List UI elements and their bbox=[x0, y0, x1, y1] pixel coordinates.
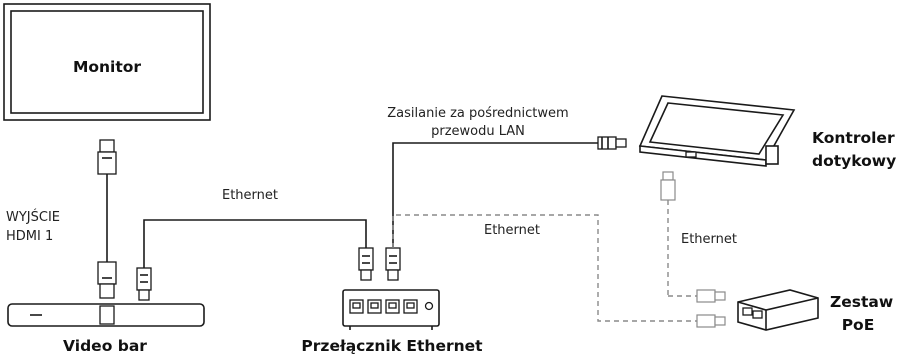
ethernet-switch: Przełącznik Ethernet bbox=[301, 289, 483, 355]
poe-cable bbox=[385, 136, 627, 281]
poe-kit-label-line2: PoE bbox=[842, 316, 875, 334]
ethernet-videobar-label: Ethernet bbox=[222, 188, 278, 203]
hdmi-label-line1: WYJŚCIE bbox=[6, 209, 60, 225]
poe-kit: Zestaw PoE bbox=[737, 289, 893, 334]
poe-kit-label-line1: Zestaw bbox=[830, 293, 893, 311]
poe-label-line2: przewodu LAN bbox=[431, 124, 525, 139]
hdmi-label-line2: HDMI 1 bbox=[6, 229, 53, 244]
monitor-label: Monitor bbox=[73, 58, 141, 76]
ethernet-controller-label: Ethernet bbox=[681, 232, 737, 247]
ethernet-cable-controller bbox=[660, 171, 726, 303]
touch-controller-label-line1: Kontroler bbox=[812, 129, 895, 147]
monitor: Monitor bbox=[3, 3, 211, 121]
hdmi-cable bbox=[97, 139, 117, 299]
touch-controller-label-line2: dotykowy bbox=[812, 152, 896, 170]
ethernet-dashed-label: Ethernet bbox=[484, 223, 540, 238]
ethernet-cable-dashed bbox=[392, 214, 726, 328]
switch-label: Przełącznik Ethernet bbox=[301, 337, 483, 355]
ethernet-cable-videobar bbox=[136, 219, 374, 301]
video-bar: Video bar bbox=[7, 303, 205, 355]
video-bar-label: Video bar bbox=[63, 337, 147, 355]
touch-controller: Kontroler dotykowy bbox=[638, 95, 896, 170]
poe-label-line1: Zasilanie za pośrednictwem bbox=[387, 106, 568, 121]
